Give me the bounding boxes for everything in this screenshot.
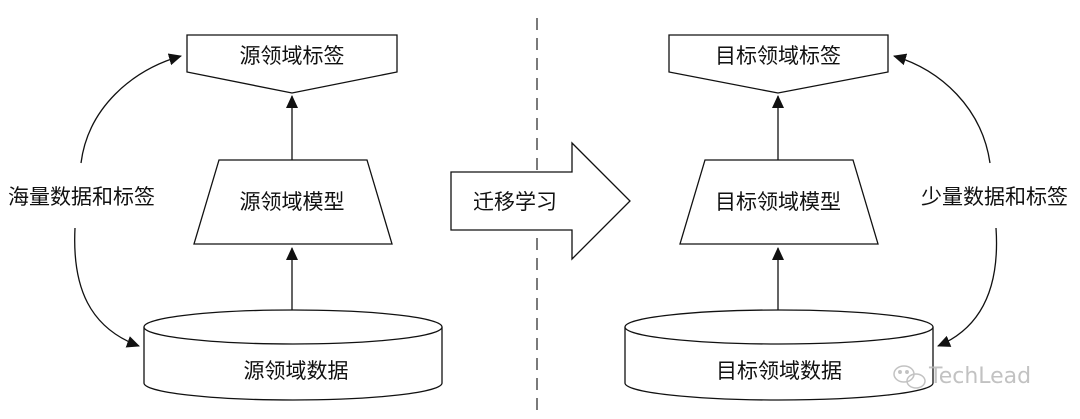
wechat-icon: [893, 365, 926, 389]
target-label-text: 目标领域标签: [715, 44, 841, 68]
transfer-learning-arrow: 迁移学习: [450, 141, 631, 261]
transfer-learning-text: 迁移学习: [473, 190, 557, 214]
source-side-note: 海量数据和标签: [8, 185, 155, 209]
source-model-text: 源领域模型: [240, 190, 345, 214]
target-model-text: 目标领域模型: [715, 190, 841, 214]
source-data-text: 源领域数据: [244, 359, 349, 383]
target-data-cylinder: 目标领域数据: [624, 309, 934, 401]
source-notes-to-label-arrow: [80, 53, 182, 164]
source-label-box: 源领域标签: [186, 34, 398, 94]
source-label-text: 源领域标签: [240, 44, 345, 68]
target-side-note: 少量数据和标签: [921, 185, 1068, 209]
watermark-text: TechLead: [928, 364, 1031, 389]
source-data-cylinder: 源领域数据: [143, 309, 443, 401]
target-model-box: 目标领域模型: [679, 159, 879, 245]
source-model-box: 源领域模型: [193, 159, 393, 245]
target-label-box: 目标领域标签: [668, 34, 889, 94]
target-data-text: 目标领域数据: [716, 359, 842, 383]
target-notes-to-data-arrow: [937, 227, 998, 347]
source-notes-to-data-arrow: [74, 227, 140, 348]
watermark: TechLead: [893, 364, 1031, 389]
target-notes-to-label-arrow: [893, 53, 991, 164]
